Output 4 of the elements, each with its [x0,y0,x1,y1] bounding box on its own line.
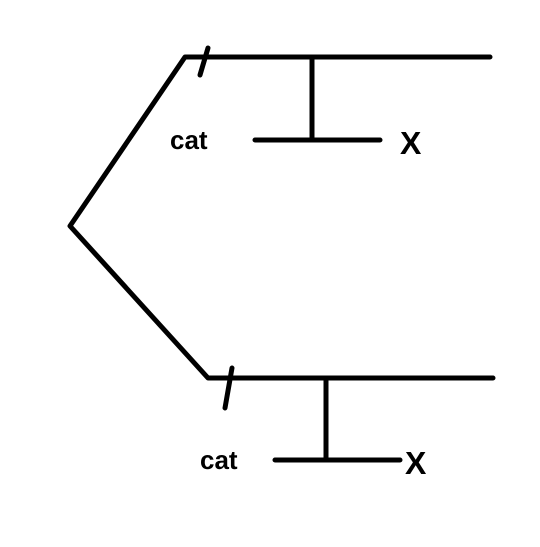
branch-label: X [400,127,422,159]
branch-label: cat [200,447,238,473]
branch-label: X [405,447,426,479]
branch-label: cat [170,127,208,153]
